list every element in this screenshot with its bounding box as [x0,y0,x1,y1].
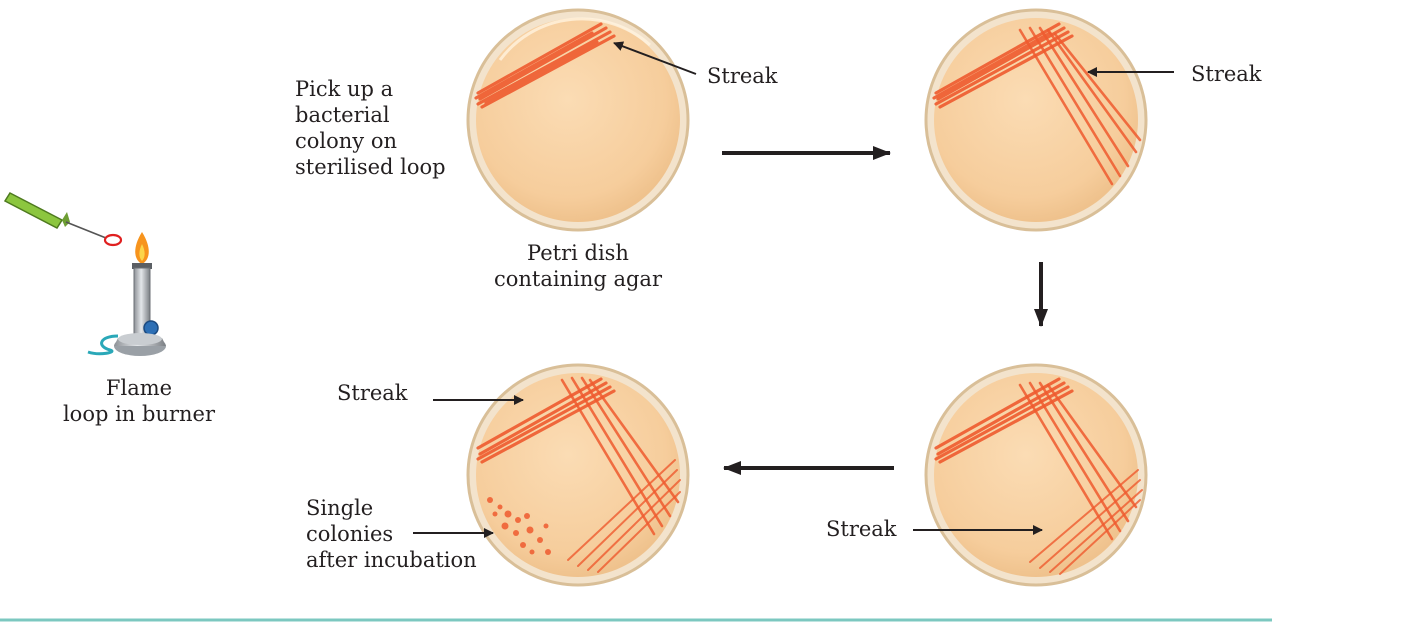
label-flame-loop: Flame loop in burner [62,376,216,426]
label-petri-dish: Petri dish containing agar [493,241,662,291]
streak-region-2 [1018,26,1142,186]
flame-icon [135,232,149,264]
streak-region-3 [1029,469,1143,575]
label-streak-1: Streak [707,64,778,88]
label-streak-3: Streak [337,381,408,405]
label-streak-4: Streak [826,517,897,541]
streak-region-1 [932,22,1074,109]
streak-region-2 [1018,381,1138,541]
petri-dish-1 [466,8,690,232]
inoculating-loop-icon [3,192,123,247]
streak-region-1 [474,22,616,109]
streak-region-1 [934,377,1074,464]
pointer-streak-1 [613,41,697,75]
bunsen-burner-icon [3,192,166,356]
petri-dish-4 [466,363,690,587]
petri-dish-2 [924,8,1148,232]
single-colonies [487,497,551,555]
label-streak-2: Streak [1191,62,1262,86]
petri-dish-3 [924,363,1148,587]
label-pick-up: Pick up a bacterial colony on sterilised… [295,77,446,179]
streak-region-3 [567,459,681,573]
label-single-colonies: Single colonies after incubation [306,496,477,572]
